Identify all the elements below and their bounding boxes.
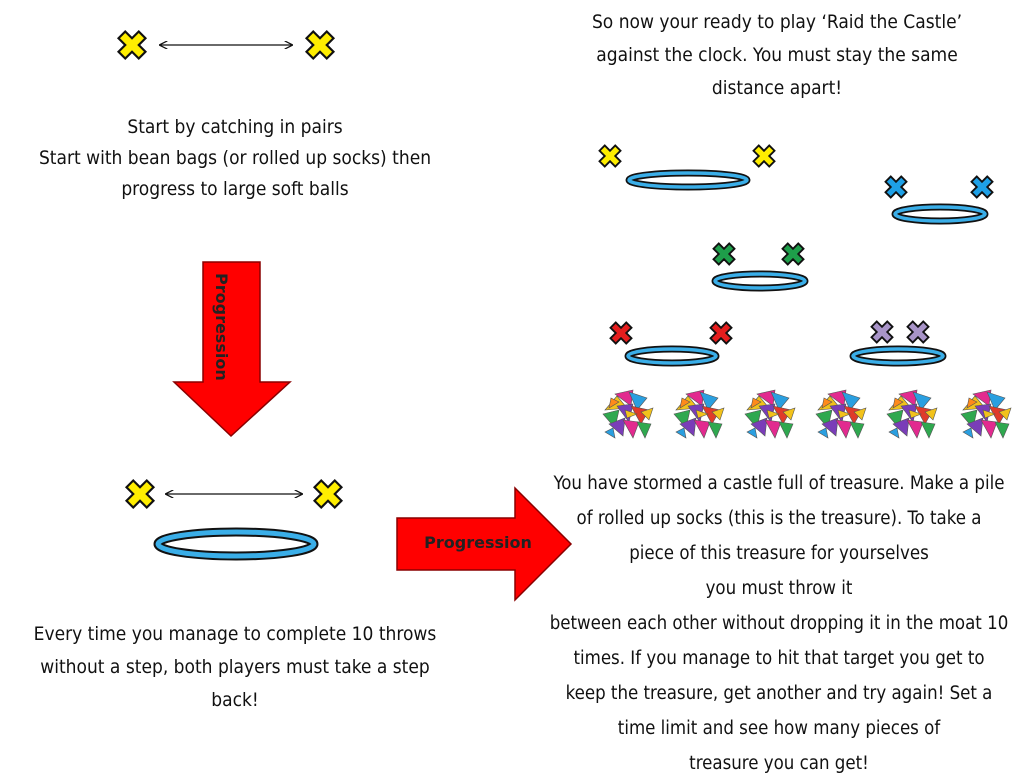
hoop-icon <box>624 345 720 367</box>
right-arrow-label: Progression <box>424 533 532 552</box>
bean-bag-pile-icon <box>886 389 938 439</box>
cross-marker-icon <box>609 321 633 345</box>
cross-marker-icon <box>884 175 908 199</box>
hoop-group-red <box>609 321 733 367</box>
hoop-icon <box>153 527 319 561</box>
bean-bag-pile-icon <box>602 389 654 439</box>
cross-marker-icon <box>305 30 335 60</box>
intro-text: Start by catching in pairs Start with be… <box>38 116 432 200</box>
progression-down-arrow <box>172 261 292 438</box>
cross-marker-icon <box>970 175 994 199</box>
down-arrow-label: Progression <box>212 273 231 381</box>
progression-right-arrow <box>396 486 573 602</box>
bean-bag-pile-icon <box>960 389 1012 439</box>
cross-marker-icon <box>117 30 147 60</box>
hoop-group-green <box>711 242 809 292</box>
hoop-icon <box>849 345 947 367</box>
cross-marker-icon <box>906 320 930 344</box>
cross-marker-icon <box>781 242 805 266</box>
raid-castle-intro: So now your ready to play ‘Raid the Cast… <box>591 11 963 99</box>
bean-bag-pile-icon <box>815 389 867 439</box>
cross-marker-icon <box>125 479 155 509</box>
hoop-group-purple <box>849 320 947 367</box>
hoop-group-blue <box>884 175 994 225</box>
cross-marker-icon <box>752 144 776 168</box>
treasure-piles <box>602 389 1012 439</box>
hoop-group-yellow <box>598 144 776 191</box>
hoop-icon <box>711 270 809 292</box>
cross-marker-icon <box>870 320 894 344</box>
cross-marker-icon <box>712 242 736 266</box>
step-back-text: Every time you manage to complete 10 thr… <box>33 623 437 711</box>
pair-markers-top <box>117 30 335 60</box>
hoop-icon <box>891 203 989 225</box>
cross-marker-icon <box>709 321 733 345</box>
cross-marker-icon <box>598 144 622 168</box>
bean-bag-pile-icon <box>673 389 725 439</box>
bean-bag-pile-icon <box>744 389 796 439</box>
pair-markers-with-hoop <box>125 479 343 561</box>
hoop-icon <box>625 169 751 191</box>
cross-marker-icon <box>313 479 343 509</box>
treasure-game-text: You have stormed a castle full of treasu… <box>549 473 1009 774</box>
